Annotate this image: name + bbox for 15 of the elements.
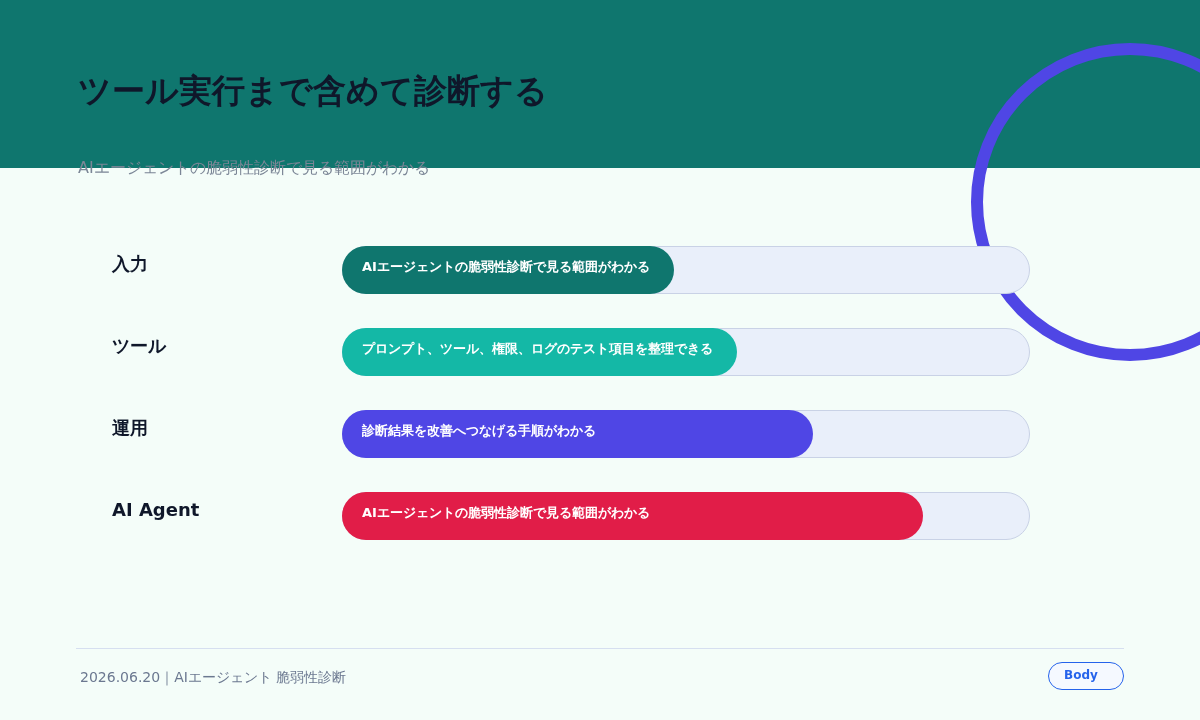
row-label: 入力 (112, 252, 148, 276)
progress-track (342, 410, 1030, 458)
bar-text: プロンプト、ツール、権限、ログのテスト項目を整理できる (362, 340, 713, 358)
slide-title: ツール実行まで含めて診断する (78, 70, 548, 112)
section-badge: Body (1048, 662, 1124, 690)
progress-track (342, 246, 1030, 294)
bar-text: 診断結果を改善へつなげる手順がわかる (362, 422, 596, 440)
row-label: AI Agent (112, 498, 200, 522)
row-label: 運用 (112, 416, 148, 440)
progress-track (342, 328, 1030, 376)
bar-text: AIエージェントの脆弱性診断で見る範囲がわかる (362, 258, 650, 276)
row-label: ツール (112, 334, 166, 358)
bar-text: AIエージェントの脆弱性診断で見る範囲がわかる (362, 504, 650, 522)
progress-track (342, 492, 1030, 540)
footer-text: 2026.06.20｜AIエージェント 脆弱性診断 (80, 668, 347, 687)
